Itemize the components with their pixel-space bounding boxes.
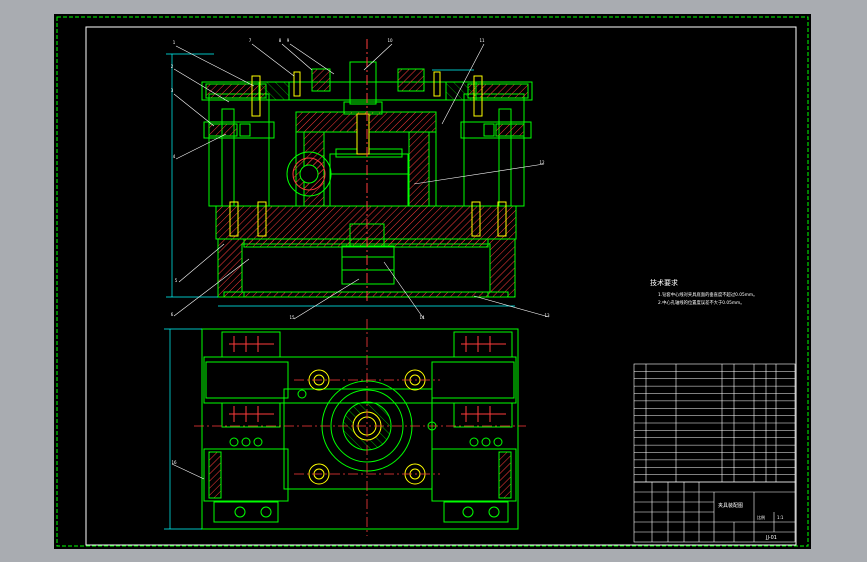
part-balloon-14: 14 — [419, 315, 425, 320]
part-balloon-16: 16 — [171, 460, 177, 465]
part-balloon-12: 12 — [539, 160, 545, 165]
part-balloon-8: 8 — [279, 38, 282, 43]
left-column — [208, 93, 270, 207]
part-balloon-15: 15 — [289, 315, 295, 320]
tech-req-heading: 技术要求 — [650, 278, 678, 287]
bore-circle — [286, 151, 332, 197]
part-balloon-1: 1 — [173, 40, 176, 45]
part-balloon-13: 13 — [544, 313, 550, 318]
tech-req-line-2: 2.中心孔轴线的位置度误差不大于0.05mm。 — [658, 299, 745, 306]
inner-frame — [85, 26, 797, 546]
part-balloon-7: 7 — [249, 38, 252, 43]
part-balloon-3: 3 — [171, 88, 174, 93]
part-balloon-5: 5 — [175, 278, 178, 283]
right-column — [463, 93, 525, 207]
top-view-outline — [201, 328, 519, 530]
front-section-view — [166, 39, 550, 320]
part-balloon-9: 9 — [287, 38, 290, 43]
outer-frame — [56, 16, 809, 547]
part-balloon-4: 4 — [173, 154, 176, 159]
part-balloon-10: 10 — [387, 38, 393, 43]
drill-bushing — [349, 61, 377, 105]
title-block-scale: 1:1 — [777, 515, 784, 520]
part-balloon-6: 6 — [171, 312, 174, 317]
tech-req-line-1: 1.钻套中心线对夹具底面的垂直度不超过0.05mm。 — [658, 291, 757, 298]
part-balloon-2: 2 — [171, 64, 174, 69]
part-balloon-11: 11 — [479, 38, 485, 43]
parts-list — [633, 363, 796, 483]
top-plan-view — [164, 319, 526, 536]
title-block-part-title: 夹具装配图 — [718, 502, 743, 509]
title-block-drawing-number: JJ-01 — [765, 535, 777, 541]
cross-plate — [215, 205, 517, 240]
title-block — [633, 481, 796, 543]
title-block-scale-label: 比例 — [757, 514, 765, 520]
technical-requirements: 技术要求 1.钻套中心线对夹具底面的垂直度不超过0.05mm。 2.中心孔轴线的… — [650, 278, 757, 306]
